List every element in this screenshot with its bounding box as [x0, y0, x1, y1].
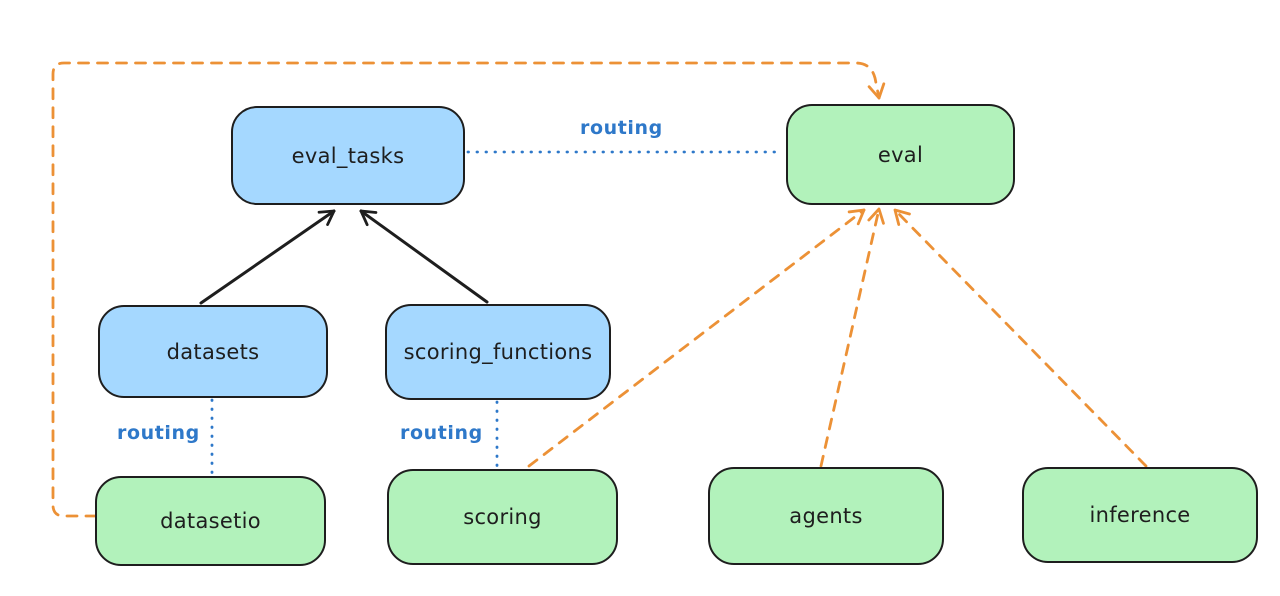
edge-scoring-eval	[527, 208, 866, 468]
node-eval-tasks-label: eval_tasks	[291, 143, 405, 168]
edge-label-routing-scoring-functions-scoring: routing	[400, 422, 483, 444]
node-agents: agents	[708, 467, 944, 565]
node-datasetio-label: datasetio	[160, 509, 261, 533]
node-agents-label: agents	[789, 504, 863, 528]
node-eval-label: eval	[877, 142, 924, 167]
edge-datasets-eval-tasks	[199, 209, 336, 305]
edge-label-routing-datasets-datasetio: routing	[117, 422, 200, 444]
node-inference-label: inference	[1089, 503, 1191, 527]
node-datasets-label: datasets	[166, 339, 260, 364]
node-datasetio: datasetio	[95, 476, 326, 566]
node-eval: eval	[786, 104, 1015, 205]
edge-scoring-functions-eval-tasks	[359, 209, 489, 304]
node-inference: inference	[1022, 467, 1258, 563]
node-datasets: datasets	[98, 305, 328, 398]
node-eval-tasks: eval_tasks	[231, 106, 465, 205]
node-scoring-functions-label: scoring_functions	[403, 340, 593, 364]
edge-agents-eval	[819, 207, 885, 468]
node-scoring: scoring	[387, 469, 618, 565]
node-scoring-label: scoring	[463, 505, 542, 529]
edge-label-routing-eval-tasks-eval: routing	[580, 117, 663, 139]
node-scoring-functions: scoring_functions	[385, 304, 611, 400]
edge-datasetio-eval	[51, 61, 886, 518]
edge-inference-eval	[893, 208, 1148, 468]
